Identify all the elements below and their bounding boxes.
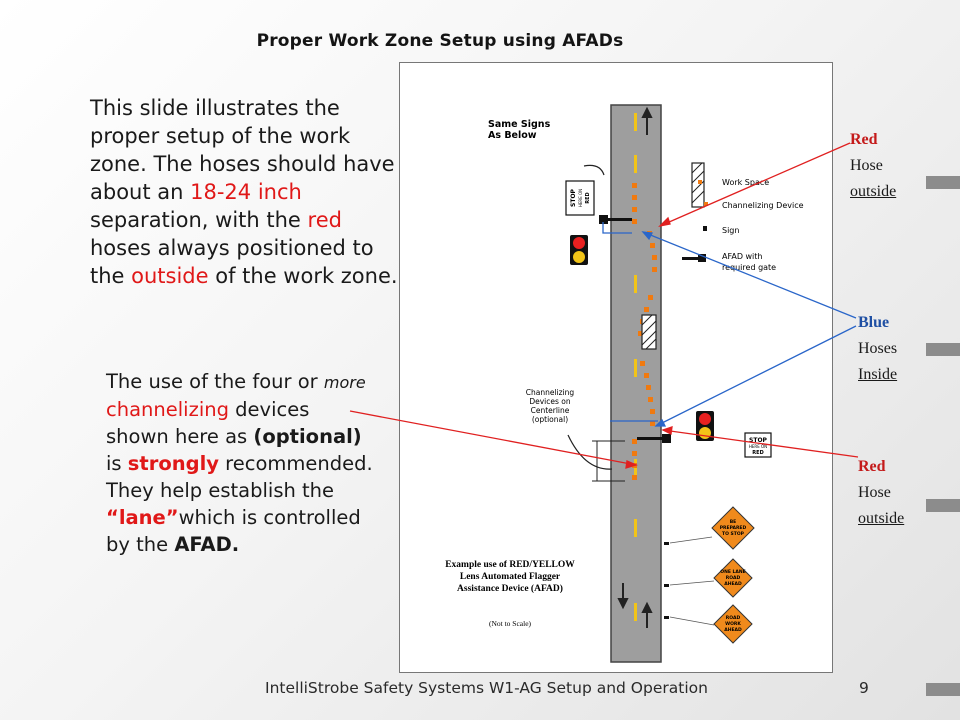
intro-text-1: This slide illustrates the proper setup …	[90, 96, 395, 204]
centerline-note-line1: Channelizing	[526, 388, 575, 397]
same-signs-line2: As Below	[488, 130, 537, 141]
warning-sign-2-line3: AHEAD	[724, 581, 742, 587]
detail-text-2: devices shown here as	[106, 398, 310, 448]
optional-word: (optional)	[253, 425, 362, 448]
footer-text: IntelliStrobe Safety Systems W1-AG Setup…	[265, 679, 708, 697]
stop-sign-bottom-line2: HERE ON	[749, 444, 767, 449]
detail-paragraph: The use of the four or more channelizing…	[106, 368, 376, 558]
warning-sign-1-line3: TO STOP	[722, 531, 745, 537]
legend-sign: Sign	[722, 226, 739, 235]
traffic-signal-top	[570, 235, 588, 265]
blue-hose-markers	[602, 222, 658, 422]
warning-sign-2-line1: ONE LANE	[720, 569, 745, 575]
stop-sign-top: STOP HERE ON RED	[565, 180, 595, 216]
separation-value: 18-24 inch	[190, 180, 302, 204]
direction-arrows	[617, 106, 653, 628]
stop-sign-top-line3: RED	[585, 192, 591, 203]
stop-sign-bottom-line3: RED	[752, 450, 763, 456]
warning-sign-1: BE PREPARED TO STOP	[711, 506, 755, 550]
afad-word: AFAD.	[174, 533, 240, 556]
callout-red-bottom: Red Hose outside	[858, 454, 904, 532]
detail-text-1: The use of the four or	[106, 370, 324, 393]
decorative-ribbon	[926, 176, 960, 189]
optional-bracket	[592, 440, 625, 482]
page-number: 9	[859, 679, 869, 697]
warning-sign-3: ROAD WORK AHEAD	[713, 604, 753, 644]
lane-word: “lane”	[106, 506, 179, 529]
afad-gates	[599, 215, 671, 443]
decorative-ribbon	[926, 683, 960, 696]
outside-word: outside	[131, 264, 209, 288]
warning-sign-3-line2: WORK	[725, 621, 741, 627]
figure-caption-line2: Lens Automated Flagger	[460, 572, 561, 582]
intro-text-3: hoses always positioned to the	[90, 236, 374, 288]
red-word: red	[307, 208, 342, 232]
callout-red-top-word: Hose	[850, 157, 883, 174]
work-space-hatch	[641, 162, 705, 350]
decorative-ribbon	[926, 499, 960, 512]
figure-caption-line3: Assistance Device (AFAD)	[457, 583, 563, 594]
same-signs-arrow	[583, 164, 605, 176]
slide-title: Proper Work Zone Setup using AFADs	[256, 31, 624, 51]
strongly-word: strongly	[127, 452, 219, 475]
legend-channelizing-device: Channelizing Device	[722, 201, 804, 210]
red-callout-lines	[349, 142, 859, 469]
intro-text-2: separation, with the	[90, 208, 308, 232]
callout-red-top: Red Hose outside	[850, 127, 896, 205]
warning-sign-2-line2: ROAD	[726, 575, 741, 581]
warning-sign-2: ONE LANE ROAD AHEAD	[713, 558, 753, 598]
work-zone-diagram: STOP HERE ON RED STOP HERE ON RED Same S…	[399, 62, 833, 673]
callout-blue-word: Hoses	[858, 340, 898, 357]
centerline-note-line4: (optional)	[532, 415, 568, 424]
callout-red-bottom-word: Hose	[858, 484, 891, 501]
diagram-svg: STOP HERE ON RED STOP HERE ON RED Same S…	[445, 104, 804, 663]
callout-red-bottom-color: Red	[858, 458, 886, 475]
callout-red-top-color: Red	[850, 131, 878, 148]
intro-paragraph: This slide illustrates the proper setup …	[90, 94, 402, 290]
callout-red-top-placement: outside	[850, 183, 897, 200]
legend-afad-line2: required gate	[722, 263, 776, 272]
warning-sign-3-line3: AHEAD	[724, 627, 742, 633]
warning-sign-1-line1: BE	[730, 519, 737, 525]
more-word: more	[323, 373, 366, 392]
detail-text-5: which is controlled by the	[106, 506, 361, 556]
callout-blue-mid: Blue Hoses Inside	[858, 310, 897, 388]
centerline-note-arrow	[567, 434, 613, 470]
legend-afad-line1: AFAD with	[722, 252, 763, 261]
legend-work-space: Work Space	[722, 178, 769, 187]
centerline-note: Channelizing Devices on Centerline (opti…	[526, 388, 575, 424]
centerline-note-line3: Centerline	[531, 406, 570, 415]
scale-note: (Not to Scale)	[489, 619, 532, 628]
centerline-note-line2: Devices on	[529, 397, 571, 406]
figure-caption-line1: Example use of RED/YELLOW	[445, 560, 575, 570]
figure-caption: Example use of RED/YELLOW Lens Automated…	[445, 560, 575, 594]
callout-blue-placement: Inside	[858, 366, 898, 383]
stop-sign-top-line2: HERE ON	[578, 189, 583, 207]
sign-posts	[664, 542, 669, 619]
callout-red-bottom-placement: outside	[858, 510, 905, 527]
channelizing-word: channelizing	[106, 398, 229, 421]
decorative-ribbon	[926, 343, 960, 356]
same-signs-line1: Same Signs	[488, 119, 551, 130]
warning-sign-3-line1: ROAD	[726, 615, 741, 621]
stop-sign-bottom-line1: STOP	[749, 437, 768, 444]
intro-text-4: of the work zone.	[208, 264, 398, 288]
detail-text-3: is	[106, 452, 128, 475]
warning-sign-1-line2: PREPARED	[720, 525, 747, 531]
legend: Work Space Channelizing Device Sign AFAD…	[682, 178, 804, 272]
stop-sign-top-line1: STOP	[570, 188, 577, 207]
sign-pointer-lines	[669, 536, 715, 626]
callout-blue-color: Blue	[858, 314, 890, 331]
blue-callout-lines	[641, 231, 857, 427]
detail-text-4: recommended. They help establish the	[106, 452, 373, 502]
